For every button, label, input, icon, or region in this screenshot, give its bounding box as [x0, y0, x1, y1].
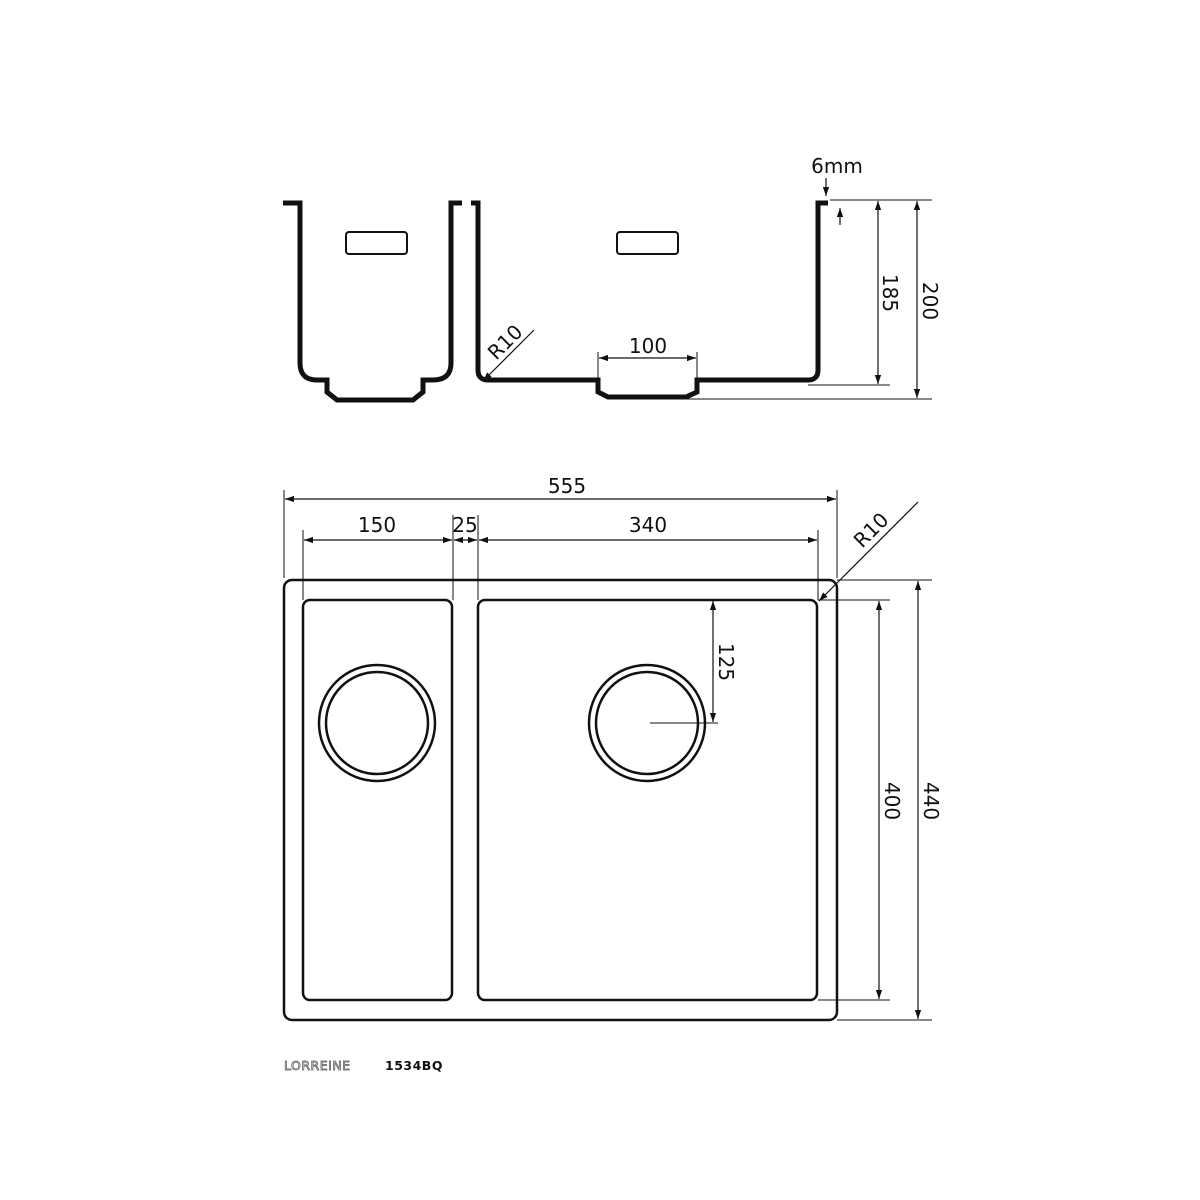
- model-series-label: LORREINE: [284, 1058, 351, 1073]
- overall-width-label: 555: [548, 474, 586, 498]
- section-radius-leader: [482, 329, 535, 382]
- inner-depth-label: 185: [878, 274, 902, 312]
- drain-width-label: 100: [629, 334, 667, 358]
- small-bowl-drain-outer: [317, 663, 437, 783]
- large-bowl-section-profile: [471, 200, 828, 400]
- large-bowl-width-label: 340: [629, 513, 667, 537]
- small-bowl-section-profile: [283, 200, 462, 403]
- bowl-length-label: 400: [880, 782, 904, 820]
- large-bowl-overflow-slot: [616, 231, 679, 255]
- drain-offset-label: 125: [714, 643, 738, 681]
- sink-outer-rim: [282, 578, 839, 1022]
- small-bowl-width-label: 150: [358, 513, 396, 537]
- divider-width-label: 25: [452, 513, 477, 537]
- total-depth-label: 200: [918, 282, 942, 320]
- large-bowl: [476, 598, 819, 1002]
- thickness-label: 6mm: [811, 154, 863, 178]
- section-view: 6mm 185 200 R10 100: [283, 154, 942, 403]
- overall-length-label: 440: [919, 782, 943, 820]
- small-bowl-drain-inner: [324, 670, 430, 776]
- small-bowl: [301, 598, 454, 1002]
- plan-view: 555 150 25 340 R10 125 400 440: [282, 474, 943, 1022]
- section-radius-label: R10: [483, 320, 528, 365]
- plan-radius-leader: [818, 501, 919, 602]
- model-code-label: 1534BQ: [385, 1058, 443, 1073]
- model-label: LORREINE 1534BQ: [284, 1058, 443, 1074]
- plan-radius-label: R10: [849, 508, 894, 553]
- small-bowl-overflow-slot: [345, 231, 408, 255]
